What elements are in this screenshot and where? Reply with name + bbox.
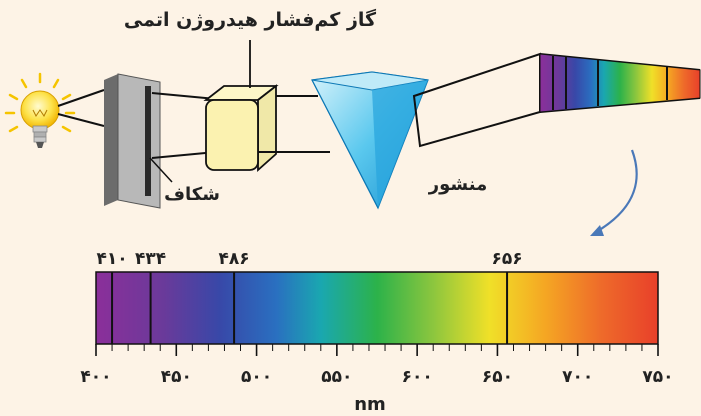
x-tick-label: ۷۰۰ <box>562 367 593 387</box>
curved-arrow <box>590 149 638 236</box>
x-tick-label: ۷۵۰ <box>642 367 673 387</box>
slit-plate <box>104 73 161 209</box>
x-tick-label: ۵۵۰ <box>321 367 352 387</box>
unit-label: nm <box>354 394 386 415</box>
spectral-line-label: ۴۸۶ <box>219 249 250 269</box>
hydrogen-gas-tube <box>203 40 279 173</box>
spectral-line-label: ۶۵۶ <box>491 249 522 269</box>
spectral-line-labels: ۴۱۰ ۴۳۴ ۴۸۶ ۶۵۶ <box>96 249 522 269</box>
light-bulb-icon <box>4 72 76 148</box>
observed-spectrum-strip <box>539 53 701 113</box>
gas-label: گاز کم‌فشار هیدروژن اتمی <box>124 8 377 31</box>
x-tick-label: ۶۵۰ <box>482 367 513 387</box>
x-tick-label: ۶۰۰ <box>402 367 433 387</box>
prism-label: منشور <box>428 174 487 195</box>
wavelength-axis-ticks <box>95 344 659 356</box>
x-tick-label: ۵۰۰ <box>241 367 272 387</box>
x-tick-label: ۴۰۰ <box>80 367 111 387</box>
slit-label: شکاف <box>164 184 220 205</box>
spectral-lines <box>111 272 509 344</box>
prism <box>311 71 429 210</box>
spectral-line-label: ۴۱۰ <box>96 249 127 269</box>
wavelength-axis-labels: ۴۰۰ ۴۵۰ ۵۰۰ ۵۵۰ ۶۰۰ ۶۵۰ ۷۰۰ ۷۵۰ <box>80 367 673 387</box>
light-rays <box>57 89 105 127</box>
spectrum-bar <box>95 271 659 345</box>
spectral-line-label: ۴۳۴ <box>135 249 166 269</box>
x-tick-label: ۴۵۰ <box>161 367 192 387</box>
